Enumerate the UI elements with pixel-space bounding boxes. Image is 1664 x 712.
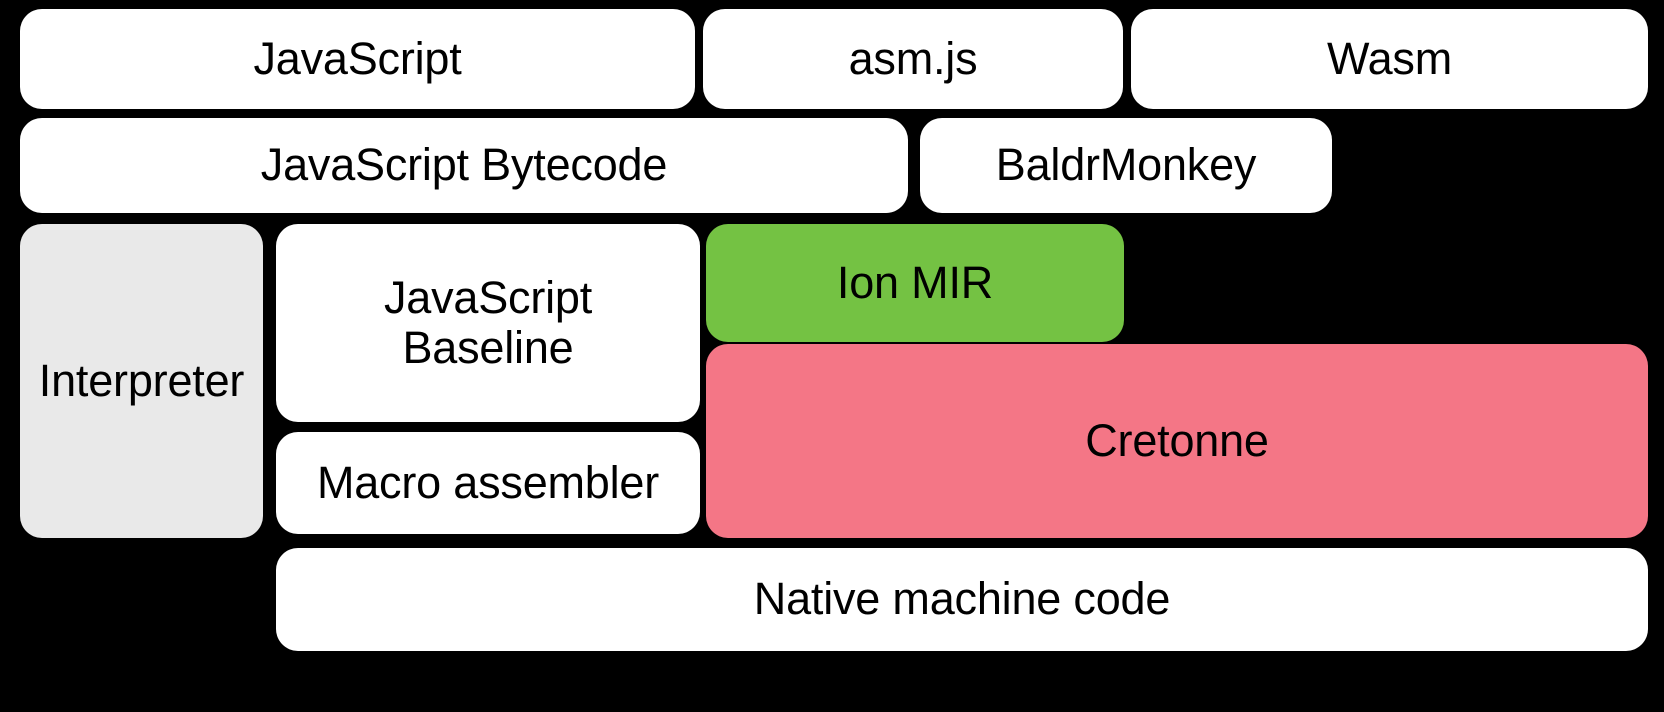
box-native-machine-code: Native machine code — [276, 548, 1648, 651]
box-javascript: JavaScript — [20, 9, 695, 109]
box-javascript-baseline: JavaScript Baseline — [276, 224, 700, 422]
box-baldrmonkey: BaldrMonkey — [920, 118, 1332, 213]
box-wasm: Wasm — [1131, 9, 1648, 109]
box-macro-assembler: Macro assembler — [276, 432, 700, 534]
box-javascript-bytecode: JavaScript Bytecode — [20, 118, 908, 213]
box-asmjs: asm.js — [703, 9, 1123, 109]
box-ion-mir: Ion MIR — [706, 224, 1124, 342]
box-interpreter: Interpreter — [20, 224, 263, 538]
box-cretonne: Cretonne — [706, 344, 1648, 538]
